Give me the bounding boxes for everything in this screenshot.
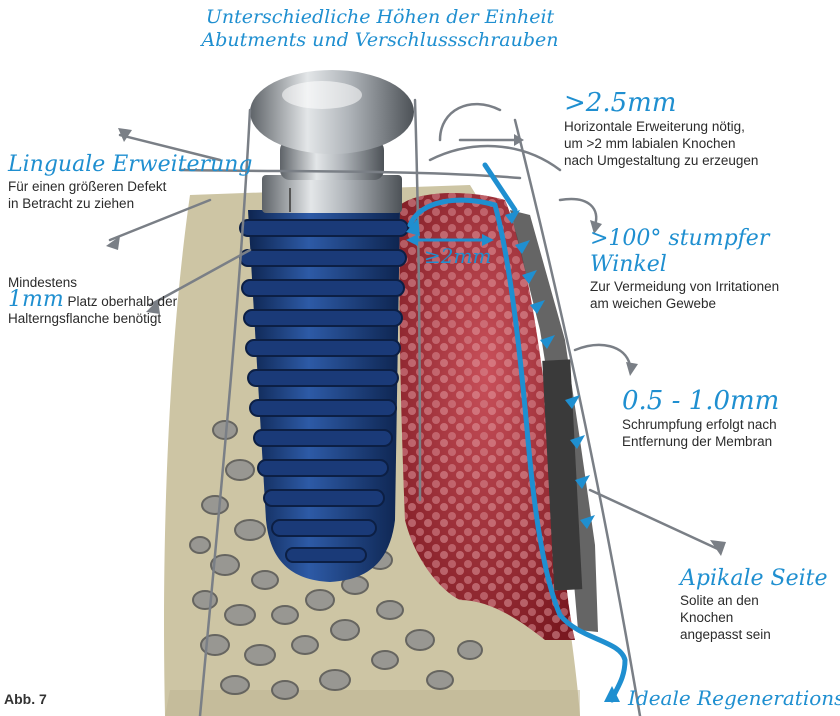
minimum-line-3: Halterngsflanche benötigt bbox=[8, 310, 177, 327]
angle-value: >100° stumpfer Winkel bbox=[590, 226, 840, 278]
horizontal-text-3: nach Umgestaltung zu erzeugen bbox=[564, 152, 758, 169]
title-line-1: Unterschiedliche Höhen der Einheit bbox=[190, 6, 570, 29]
shrink-value: 0.5 - 1.0mm bbox=[622, 386, 779, 416]
lingual-annotation: Linguale Erweiterung Für einen größeren … bbox=[8, 152, 253, 212]
width-label: ≥2mm bbox=[424, 244, 491, 268]
lingual-heading: Linguale Erweiterung bbox=[8, 152, 253, 178]
angle-text-2: am weichen Gewebe bbox=[590, 295, 840, 312]
apical-heading: Apikale Seite bbox=[680, 566, 828, 592]
angle-annotation: >100° stumpfer Winkel Zur Vermeidung von… bbox=[590, 226, 840, 312]
apical-text-3: angepasst sein bbox=[680, 626, 828, 643]
apical-text-2: Knochen bbox=[680, 609, 828, 626]
figure-label: Abb. 7 bbox=[4, 691, 47, 707]
minimum-value: 1mm bbox=[8, 287, 64, 312]
horizontal-text-2: um >2 mm labialen Knochen bbox=[564, 135, 758, 152]
angle-text-1: Zur Vermeidung von Irritationen bbox=[590, 278, 840, 295]
apical-annotation: Apikale Seite Solite an den Knochen ange… bbox=[680, 566, 828, 643]
horizontal-value: >2.5mm bbox=[564, 88, 758, 118]
horizontal-annotation: >2.5mm Horizontale Erweiterung nötig, um… bbox=[564, 88, 758, 169]
shrink-text-1: Schrumpfung erfolgt nach bbox=[622, 416, 779, 433]
title-line-2: Abutments und Verschlussschrauben bbox=[190, 29, 570, 52]
apical-text-1: Solite an den bbox=[680, 592, 828, 609]
abutment bbox=[250, 70, 414, 213]
shrink-annotation: 0.5 - 1.0mm Schrumpfung erfolgt nach Ent… bbox=[622, 386, 779, 450]
lingual-text-2: in Betracht zu ziehen bbox=[8, 195, 253, 212]
diagram-title: Unterschiedliche Höhen der Einheit Abutm… bbox=[190, 6, 570, 52]
lingual-text-1: Für einen größeren Defekt bbox=[8, 178, 253, 195]
shrink-text-2: Entfernung der Membran bbox=[622, 433, 779, 450]
minimum-annotation: Mindestens 1mm Platz oberhalb der Halter… bbox=[8, 274, 177, 327]
horizontal-text-1: Horizontale Erweiterung nötig, bbox=[564, 118, 758, 135]
minimum-line-2: Platz oberhalb der bbox=[68, 294, 178, 309]
regeneration-label: Ideale Regenerationszeit bbox=[628, 686, 840, 710]
